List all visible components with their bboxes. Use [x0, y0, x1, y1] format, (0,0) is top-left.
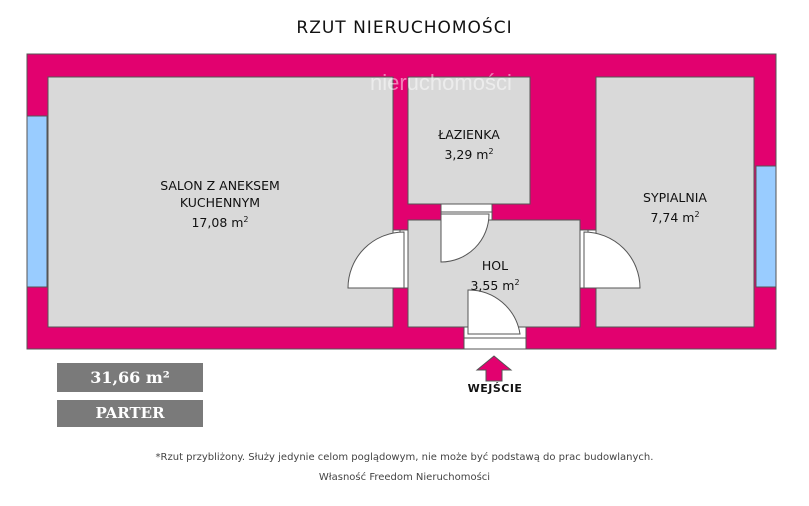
door-entrance [463, 289, 527, 350]
watermark-sub: nieruchomości [370, 70, 512, 95]
salon-name-line2: KUCHENNYM [179, 195, 261, 210]
lazienka-area: 3,29 m2 [444, 147, 494, 163]
door-salon [347, 229, 409, 289]
hol-area: 3,55 m2 [470, 278, 520, 294]
disclaimer: *Rzut przybliżony. Służy jedynie celom p… [155, 452, 654, 463]
owner-note: Własność Freedom Nieruchomości [318, 472, 491, 483]
salon-area: 17,08 m2 [191, 215, 249, 231]
total-area-box: 31,66 m² [57, 363, 203, 392]
label-lazienka: ŁAZIENKA 3,29 m2 [409, 126, 529, 163]
room-salon [47, 76, 394, 328]
sypialnia-area: 7,74 m2 [650, 210, 700, 226]
label-salon: SALON Z ANEKSEM KUCHENNYM 17,08 m2 [120, 177, 320, 231]
floor-box: PARTER [57, 400, 203, 427]
label-sypialnia: SYPIALNIA 7,74 m2 [615, 189, 735, 226]
entrance-label: WEJŚCIE [467, 382, 523, 395]
salon-name-line1: SALON Z ANEKSEM [160, 178, 280, 193]
window-right [755, 165, 777, 288]
label-hol: HOL 3,55 m2 [445, 257, 545, 294]
window-left [26, 115, 48, 288]
door-lazienka [440, 203, 493, 263]
door-sypialnia [579, 229, 641, 289]
hol-name: HOL [481, 258, 509, 273]
entrance-arrow-icon [475, 355, 513, 382]
page-title: RZUT NIERUCHOMOŚCI [296, 18, 513, 38]
lazienka-name: ŁAZIENKA [438, 127, 500, 142]
sypialnia-name: SYPIALNIA [643, 190, 707, 205]
